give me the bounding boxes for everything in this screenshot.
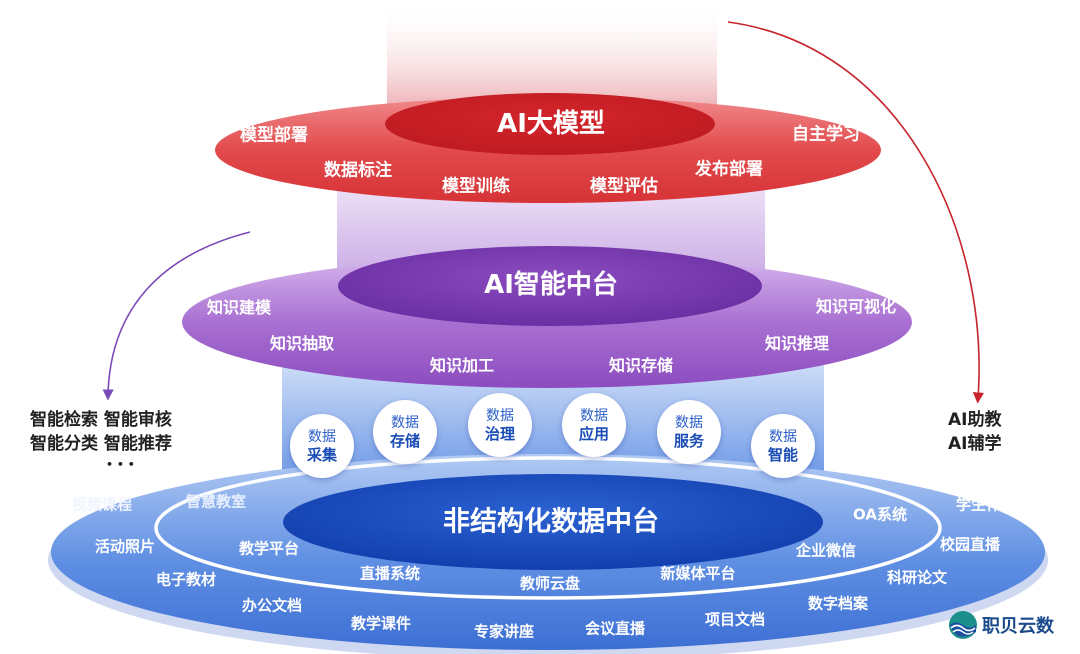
bottom-inner-ring: [154, 456, 942, 600]
middle-label-knowledge-processing: 知识加工: [429, 356, 495, 375]
brand-logo-text: 职贝云数: [982, 616, 1054, 637]
inner-label-live-system: 直播系统: [359, 564, 421, 583]
inner-label-new-media-platform: 新媒体平台: [660, 564, 736, 583]
outer-label-courseware: 教学课件: [350, 614, 412, 633]
outer-label-digital-archive: 数字档案: [807, 594, 869, 613]
bubble-data-storage: 数据 存储: [373, 400, 437, 464]
right-note-line-2: AI辅学: [948, 434, 1002, 454]
arrow-right: [727, 21, 984, 404]
outer-label-office-documents: 办公文档: [241, 596, 303, 615]
bubble-data-collection: 数据 采集: [290, 414, 354, 478]
bubble-bottom-text: 采集: [306, 445, 337, 464]
outer-label-expert-lecture: 专家讲座: [473, 622, 535, 641]
bubble-bottom-text: 应用: [578, 424, 609, 443]
outer-label-project-docs: 项目文档: [704, 610, 766, 629]
middle-core: [338, 246, 762, 326]
middle-layer-title: AI智能中台: [484, 270, 618, 300]
right-note-line-1: AI助教: [948, 410, 1002, 430]
inner-label-wecom: 企业微信: [795, 541, 857, 560]
top-label-model-evaluation: 模型评估: [590, 176, 658, 197]
outer-label-activity-photos: 活动照片: [94, 537, 156, 556]
outer-label-meeting-live: 会议直播: [584, 619, 646, 638]
top-layer-title: AI大模型: [497, 109, 605, 139]
left-note-line-1: 智能检索 智能审核: [30, 410, 172, 430]
inner-label-oa-system: OA系统: [853, 505, 907, 524]
outer-label-campus-live: 校园直播: [939, 535, 1001, 554]
bubble-top-text: 数据: [580, 407, 608, 424]
middle-label-knowledge-extraction: 知识抽取: [269, 334, 335, 353]
top-core: [385, 93, 715, 155]
top-label-data-annotation: 数据标注: [324, 160, 392, 181]
top-label-release-deploy: 发布部署: [695, 159, 763, 180]
brand-logo: 职贝云数: [948, 610, 1054, 640]
left-note-line-2: 智能分类 智能推荐: [30, 434, 172, 454]
outer-label-research-paper: 科研论文: [886, 568, 948, 587]
middle-label-knowledge-modeling: 知识建模: [206, 298, 272, 317]
top-label-model-training: 模型训练: [442, 176, 510, 197]
bubble-top-text: 数据: [675, 414, 703, 431]
inner-label-teacher-cloud-disk: 教师云盘: [519, 574, 581, 593]
bottom-layer-title: 非结构化数据中台: [443, 506, 659, 538]
inner-label-smart-classroom: 智慧教室: [185, 492, 247, 511]
left-note-ellipsis: • • •: [106, 458, 135, 471]
bubble-top-text: 数据: [391, 414, 419, 431]
top-label-self-learning: 自主学习: [792, 124, 860, 145]
bubble-top-text: 数据: [308, 428, 336, 445]
arrow-left: [102, 231, 251, 401]
bubble-data-intelligence: 数据 智能: [751, 414, 815, 478]
bubble-data-service: 数据 服务: [657, 400, 721, 464]
outer-label-student-works: 学生作品: [955, 495, 1017, 514]
wave-globe-icon: [949, 611, 977, 639]
bubble-bottom-text: 存储: [389, 431, 420, 450]
middle-label-knowledge-reasoning: 知识推理: [764, 334, 830, 353]
middle-label-knowledge-storage: 知识存储: [608, 356, 674, 375]
bubble-data-governance: 数据 治理: [468, 393, 532, 457]
inner-label-teaching-platform: 教学平台: [238, 539, 300, 558]
middle-label-knowledge-visualization: 知识可视化: [815, 297, 897, 316]
bubble-data-application: 数据 应用: [562, 393, 626, 457]
bubble-top-text: 数据: [486, 407, 514, 424]
bubble-bottom-text: 治理: [484, 424, 515, 443]
outer-label-e-textbook: 电子教材: [155, 570, 217, 589]
top-label-model-deploy: 模型部署: [240, 125, 308, 146]
bubble-bottom-text: 智能: [767, 445, 798, 464]
bubble-bottom-text: 服务: [673, 431, 704, 450]
bottom-core: [283, 474, 823, 570]
outer-label-video-course: 视频课程: [71, 495, 133, 514]
bubble-top-text: 数据: [769, 428, 797, 445]
